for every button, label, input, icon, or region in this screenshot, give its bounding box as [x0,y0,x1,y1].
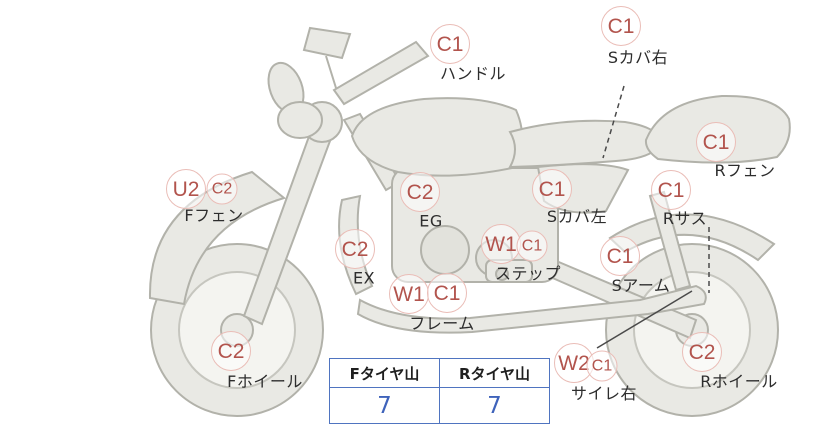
condition-code: C1 [430,24,470,64]
seat-shape [508,119,663,169]
handlebar-shape [332,40,430,106]
marker-label: Rホイール [700,372,778,391]
condition-code: C1 [532,169,572,209]
condition-code: C1 [600,236,640,276]
marker-label: Sアーム [611,276,671,295]
condition-code: C2 [335,229,375,269]
front-fender-shape [148,170,287,306]
marker-label: Rサス [662,209,708,228]
condition-code: C2 [206,173,238,205]
marker-label: フレーム [409,314,475,333]
marker-label: ステップ [494,264,562,283]
condition-code: C1 [427,273,467,313]
condition-code: C2 [400,172,440,212]
condition-code: C2 [682,332,722,372]
marker-label: Sカバ左 [546,207,608,226]
tire-table-header-rear: Rタイヤ山 [439,358,550,388]
tire-tread-rear-value: 7 [439,387,550,424]
marker-label: EX [352,268,376,288]
pointer-line-side-cover-right [602,85,625,159]
tire-table-value-row: 7 7 [329,387,550,424]
marker-label: Fフェン [184,206,244,225]
pointer-lines [596,85,710,349]
tire-tread-table: Fタイヤ山 Rタイヤ山 7 7 [329,358,550,424]
pointer-line-silencer-right [596,290,693,349]
tire-tread-front-value: 7 [329,387,440,424]
marker-label: EG [419,211,443,231]
marker-label: Fホイール [227,372,303,391]
condition-code: W2 [554,343,594,383]
tire-table-header-front: Fタイヤ山 [329,358,440,388]
fuel-tank-shape [350,97,523,177]
condition-code: W1 [481,224,521,264]
condition-code: U2 [166,169,206,209]
condition-code: C1 [696,122,736,162]
mirror-shape [302,26,352,60]
condition-code: C1 [516,230,548,262]
condition-code: C1 [586,350,618,382]
marker-label: Rフェン [714,161,776,180]
marker-label: サイレ右 [570,384,638,403]
condition-code: C1 [651,170,691,210]
marker-label: ハンドル [439,64,507,83]
condition-code: C1 [601,6,641,46]
condition-code: W1 [389,274,429,314]
muffler-shape [356,284,707,334]
tire-table-header-row: Fタイヤ山 Rタイヤ山 [329,358,550,388]
condition-code: C2 [211,331,251,371]
marker-label: Sカバ右 [607,48,669,67]
